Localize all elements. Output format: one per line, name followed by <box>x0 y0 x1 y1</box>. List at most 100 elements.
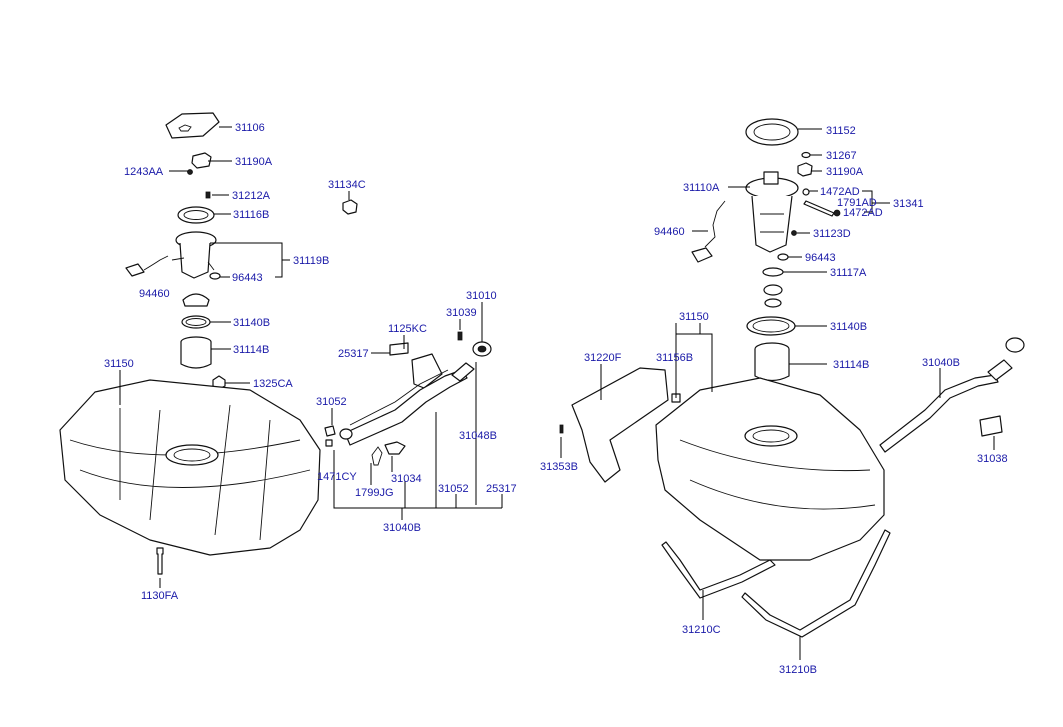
hose-end-left <box>339 428 353 440</box>
label-1799JG: 1799JG <box>355 487 394 499</box>
label-31040B-bottom: 31040B <box>383 522 421 534</box>
label-31114B-right: 31114B <box>833 359 869 371</box>
filler-neck-right <box>987 359 1013 381</box>
label-31156B: 31156B <box>656 352 693 364</box>
bolt-1472AD-top <box>802 188 810 196</box>
label-31010: 31010 <box>466 290 497 302</box>
part-labels: 31106 1243AA 31190A 31212A 31116B 96443 … <box>104 122 1008 676</box>
label-31190A-right: 31190A <box>826 166 864 178</box>
cable-tie-1799JG <box>371 446 383 466</box>
label-31210B: 31210B <box>779 664 817 676</box>
harness-plug-part-right <box>691 247 713 263</box>
label-31052-bottom: 31052 <box>438 483 469 495</box>
fuel-tank-left <box>59 379 321 556</box>
fuel-tank-right-rib-2 <box>689 479 876 510</box>
label-31190A-left: 31190A <box>235 156 273 168</box>
clip-part-right <box>777 253 789 261</box>
label-31116B: 31116B <box>233 209 269 221</box>
screw-31353B <box>559 424 564 434</box>
center-filler-assembly <box>324 199 492 466</box>
label-25317-bottom: 25317 <box>486 483 517 495</box>
filler-neck-part <box>451 362 475 382</box>
label-31119B: 31119B <box>293 255 329 267</box>
heat-shield-bracket <box>571 367 669 483</box>
small-part-31123D <box>791 230 797 236</box>
pad-31038 <box>979 415 1003 437</box>
o-ring-inner-left <box>185 318 207 326</box>
label-31106: 31106 <box>235 122 265 134</box>
right-assembly-drawings <box>559 118 1025 638</box>
clip-31034 <box>384 441 406 455</box>
label-1243AA: 1243AA <box>124 166 164 178</box>
label-1125KC: 1125KC <box>388 323 427 335</box>
filter-cylinder-body-left <box>180 342 212 369</box>
cap-dome-part <box>182 293 210 307</box>
strap-31210B <box>741 529 891 638</box>
strap-31210C <box>661 541 776 599</box>
filler-cap-right <box>1005 337 1025 353</box>
label-31048B: 31048B <box>459 430 497 442</box>
left-assembly-drawings <box>59 112 321 575</box>
label-96443-right: 96443 <box>805 252 836 264</box>
leader-lines <box>119 126 995 660</box>
label-31140B-left: 31140B <box>233 317 270 329</box>
pump-body <box>751 195 793 253</box>
hose-clamp-left <box>324 425 336 437</box>
filter-cylinder-body-right <box>754 349 790 382</box>
cover-plate-part <box>165 112 220 139</box>
pump-inner-detail <box>760 213 784 233</box>
label-1325CA: 1325CA <box>253 378 293 390</box>
label-31052-left: 31052 <box>316 396 347 408</box>
filler-pipe-right <box>879 374 999 453</box>
clamp-1471CY <box>325 439 333 447</box>
small-bolt-part <box>205 191 211 199</box>
label-1130FA: 1130FA <box>141 590 179 602</box>
label-31150-right: 31150 <box>679 311 709 323</box>
fuel-tank-left-opening <box>165 444 219 466</box>
ring-31117A <box>762 267 784 277</box>
label-31040B-right: 31040B <box>922 357 960 369</box>
fuel-tank-left-rib-5 <box>214 404 231 536</box>
fuel-tank-right-opening <box>744 425 798 447</box>
filler-pipe-main <box>344 369 468 446</box>
label-31039: 31039 <box>446 307 477 319</box>
connector-part-right <box>797 162 813 177</box>
label-31341: 31341 <box>893 198 924 210</box>
bolt-1791AD <box>803 200 835 217</box>
label-31117A: 31117A <box>830 267 867 279</box>
fuel-tank-right <box>655 377 885 561</box>
label-1791AD: 1791AD <box>837 197 877 209</box>
label-96443-left: 96443 <box>232 272 263 284</box>
bracket-25317 <box>389 342 409 356</box>
sender-float-arm <box>171 257 215 271</box>
bolt-1472AD-bottom <box>833 209 841 217</box>
filler-cap-inner <box>477 345 487 353</box>
harness-plug-part-left <box>125 263 145 277</box>
cover-plate-hole <box>178 124 192 132</box>
label-1472AD-bottom: 1472AD <box>843 207 883 219</box>
grommet-part <box>342 199 358 215</box>
label-31123D: 31123D <box>813 228 851 240</box>
clip-part-left <box>209 272 221 280</box>
label-31038: 31038 <box>977 453 1008 465</box>
label-31110A: 31110A <box>683 182 720 194</box>
lock-ring-inner <box>753 123 791 141</box>
pump-top-fitting <box>763 171 779 185</box>
bolt-part-1130FA <box>156 547 164 575</box>
filler-pipe-secondary <box>349 369 449 426</box>
small-ring-right <box>764 298 782 308</box>
label-1471CY: 1471CY <box>317 471 357 483</box>
label-94460-left: 94460 <box>139 288 170 300</box>
label-31353B: 31353B <box>540 461 578 473</box>
fuel-tank-left-rib-6 <box>259 419 271 541</box>
small-cap-right <box>763 284 783 296</box>
harness-wire-right <box>704 200 726 248</box>
fuel-tank-left-rib-4 <box>149 409 161 521</box>
label-31134C: 31134C <box>328 179 366 191</box>
label-31034: 31034 <box>391 473 422 485</box>
sender-body <box>179 242 211 279</box>
label-31114B-left: 31114B <box>233 344 269 356</box>
fuel-tank-right-rib-1 <box>679 439 871 472</box>
label-31210C: 31210C <box>682 624 721 636</box>
